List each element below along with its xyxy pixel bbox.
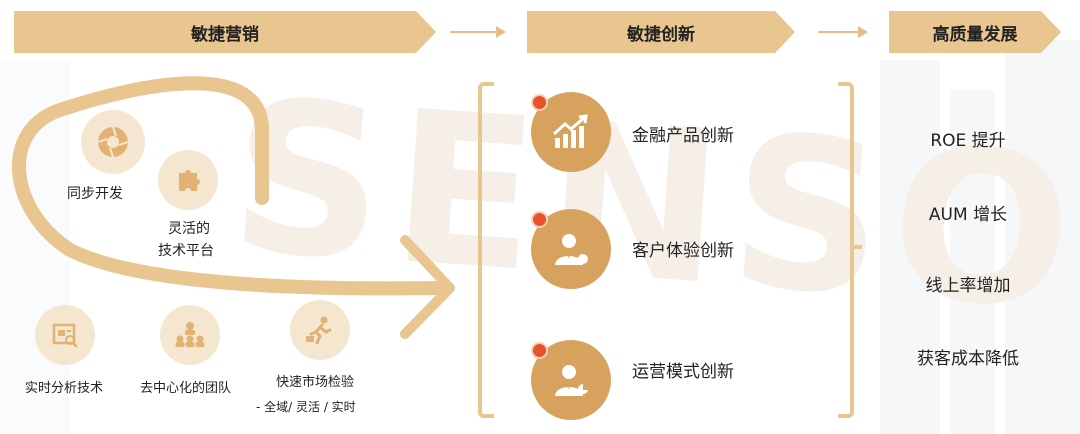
label-realtime-analysis: 实时分析技术 (25, 381, 104, 396)
label-flex-platform-1: 灵活的 (168, 221, 210, 237)
camera-aperture-icon (81, 110, 145, 174)
label-market-test-1: 快速市场检验 (276, 375, 355, 390)
banner-quality-growth: 高质量发展 (889, 11, 1061, 53)
label-innovation-3: 运营模式创新 (632, 362, 734, 382)
puzzle-icon (158, 150, 218, 210)
growth-chart-icon (531, 92, 611, 172)
arrow-right-icon (818, 26, 868, 38)
banner-agile-marketing: 敏捷营销 (14, 11, 436, 53)
analysis-report-icon (35, 305, 95, 365)
banner-agile-innovation: 敏捷创新 (527, 11, 795, 53)
result-roe: ROE 提升 (930, 131, 1006, 151)
label-flex-platform-2: 技术平台 (158, 243, 214, 259)
label-innovation-2: 客户体验创新 (632, 241, 734, 261)
arrow-right-icon (450, 26, 506, 38)
red-dot-marker (531, 342, 548, 359)
red-dot-marker (531, 94, 548, 111)
result-acquisition-cost: 获客成本降低 (917, 349, 1019, 369)
label-innovation-1: 金融产品创新 (632, 126, 734, 146)
red-dot-marker (531, 211, 548, 228)
right-bracket (838, 82, 862, 418)
label-sync-dev: 同步开发 (67, 186, 123, 202)
result-aum: AUM 增长 (928, 205, 1008, 225)
label-market-test-2: - 全域/ 灵活 / 实时 (256, 400, 356, 414)
label-decentralized-team: 去中心化的团队 (140, 381, 232, 396)
result-online-rate: 线上率增加 (925, 276, 1011, 296)
team-hierarchy-icon (160, 305, 220, 365)
left-bracket (478, 82, 494, 418)
running-person-icon (290, 300, 350, 360)
